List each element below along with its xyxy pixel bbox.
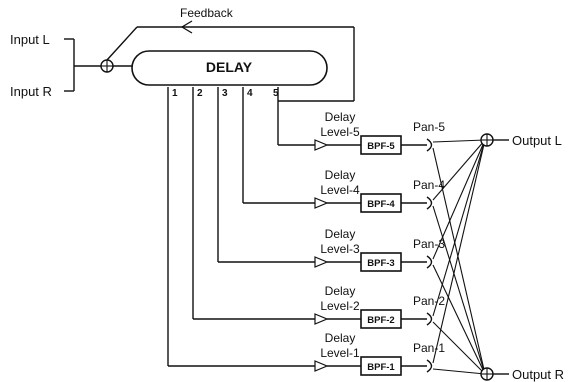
output-r-junction (480, 367, 494, 381)
bpf-4-label: BPF-4 (367, 199, 395, 210)
feedback-label: Feedback (180, 6, 234, 20)
pan-5-label: Pan-5 (413, 120, 445, 134)
input-wiring (64, 38, 101, 92)
pan-routing-wires (432, 139, 486, 375)
bpf-2-label: BPF-2 (367, 315, 394, 326)
tap-number-3: 3 (222, 88, 228, 99)
feedback-loop (106, 26, 355, 102)
pan-5-splitter-icon (426, 138, 433, 152)
bpf-5-label: BPF-5 (367, 141, 395, 152)
bpf-3-label: BPF-3 (367, 258, 394, 269)
pan-2-label: Pan-2 (413, 294, 445, 308)
pan-1-label: Pan-1 (413, 341, 445, 355)
delay-level-2-label-bottom: Level-2 (320, 299, 360, 313)
delay-level-5-amp-icon (314, 139, 329, 151)
input-r-label: Input R (10, 84, 52, 99)
delay-level-1-label-top: Delay (325, 331, 356, 345)
delay-level-5-label-bottom: Level-5 (320, 125, 360, 139)
output-l-label: Output L (512, 133, 562, 148)
delay-level-1-label-bottom: Level-1 (320, 346, 360, 360)
pan-3-label: Pan-3 (413, 237, 445, 251)
input-summing-junction (100, 59, 114, 73)
pan-4-splitter-icon (426, 196, 433, 210)
delay-level-3-label-top: Delay (325, 227, 356, 241)
delay-level-4-amp-icon (314, 197, 329, 209)
pan-1-splitter-icon (426, 359, 433, 373)
pan-4-label: Pan-4 (413, 178, 445, 192)
tap-number-2: 2 (197, 88, 203, 99)
tap-number-5: 5 (273, 88, 279, 99)
feedback-arrow-icon (180, 20, 193, 34)
bpf-1-label: BPF-1 (367, 362, 395, 373)
delay-level-4-label-bottom: Level-4 (320, 183, 360, 197)
delay-level-4-label-top: Delay (325, 168, 356, 182)
pan-3-splitter-icon (426, 255, 433, 269)
output-l-junction (480, 133, 494, 147)
delay-level-3-label-bottom: Level-3 (320, 242, 360, 256)
delay-level-3-amp-icon (314, 256, 329, 268)
delay-level-5-label-top: Delay (325, 110, 356, 124)
delay-level-2-amp-icon (314, 313, 329, 325)
delay-title: DELAY (206, 59, 253, 75)
delay-block (131, 50, 328, 86)
delay-level-1-amp-icon (314, 360, 329, 372)
tap-wires (167, 87, 315, 367)
pan-2-splitter-icon (426, 312, 433, 326)
output-r-label: Output R (512, 367, 564, 382)
tap-number-1: 1 (172, 88, 178, 99)
delay-level-2-label-top: Delay (325, 284, 356, 298)
input-l-label: Input L (10, 32, 50, 47)
tap-number-4: 4 (247, 88, 253, 99)
